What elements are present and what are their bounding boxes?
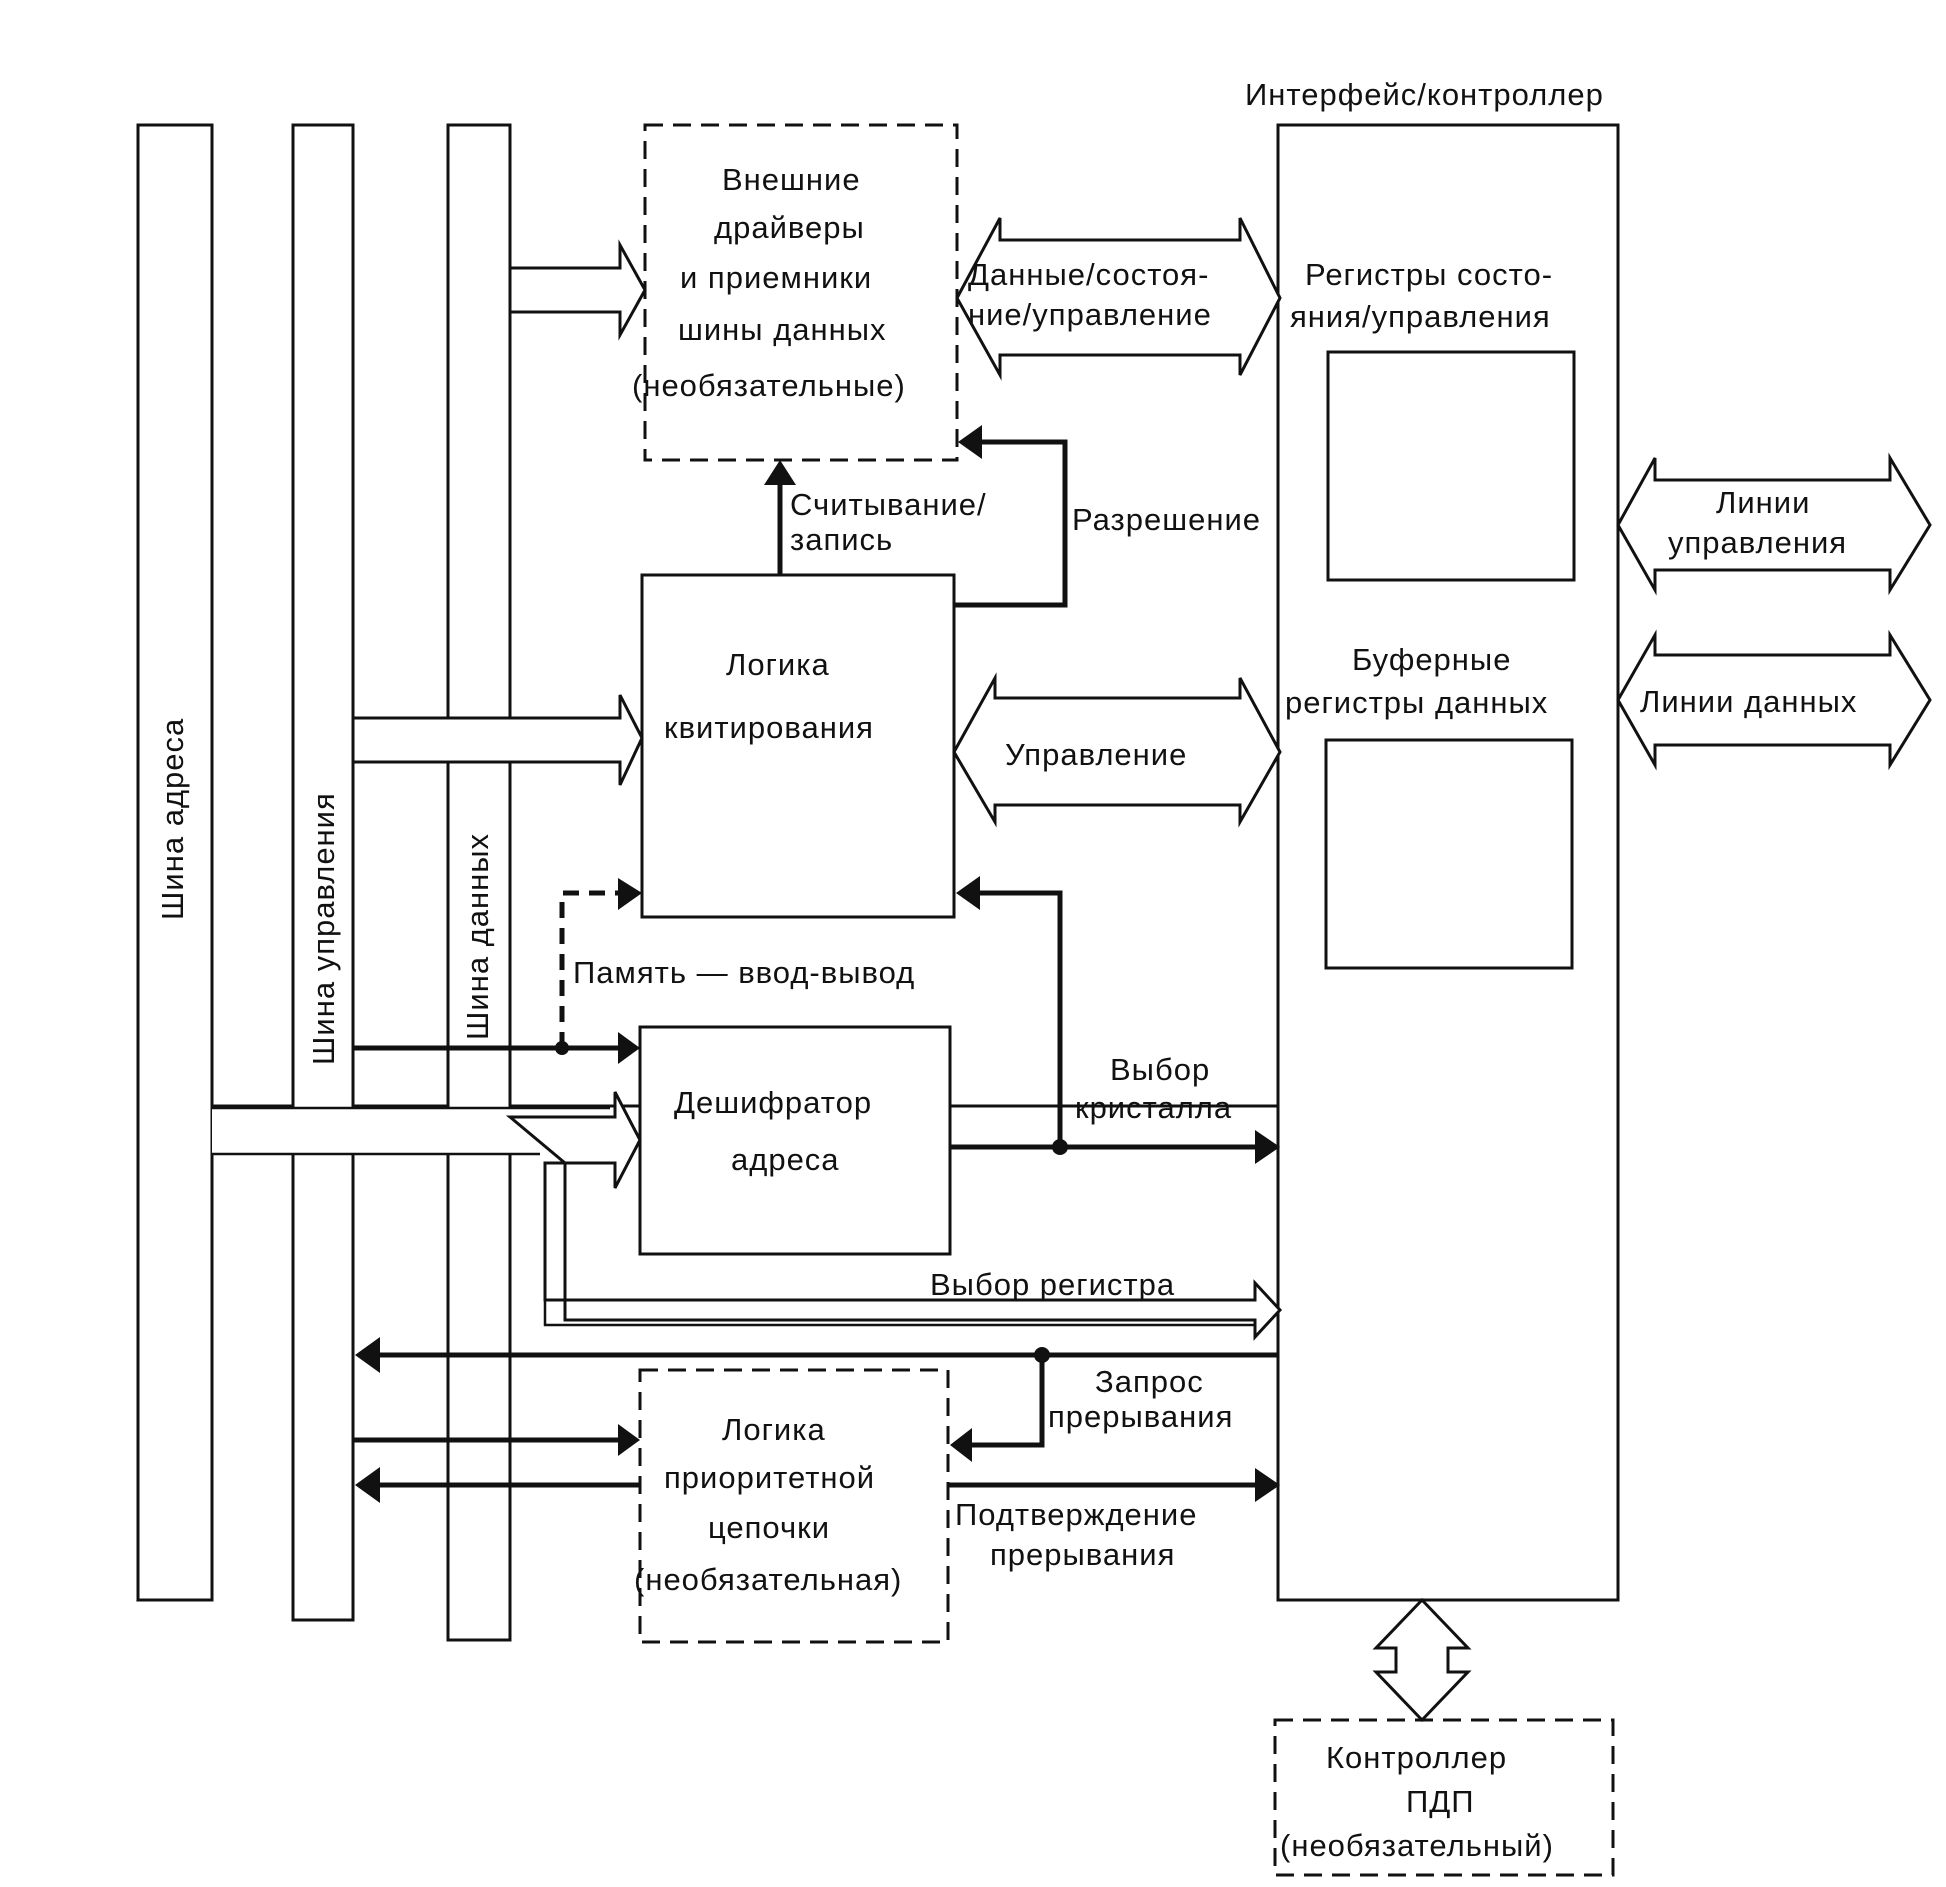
read-write-label-1: Считывание/ xyxy=(790,487,987,522)
interrupt-ack-label-1: Подтверждение xyxy=(955,1497,1197,1532)
memory-io-label: Память — ввод-вывод xyxy=(573,955,915,990)
interrupt-request-label-2: прерывания xyxy=(1048,1399,1233,1434)
dma-line3: (необязательный) xyxy=(1280,1828,1554,1863)
read-write-label-2: запись xyxy=(790,522,893,557)
dma-line2: ПДП xyxy=(1406,1784,1475,1819)
decoder-line2: адреса xyxy=(731,1142,840,1177)
drivers-line4: шины данных xyxy=(678,312,887,347)
enable-arrowhead xyxy=(958,425,982,459)
interrupt-request-branch-arrowhead xyxy=(950,1428,972,1462)
chip-select-label-2: кристалла xyxy=(1075,1090,1232,1125)
read-write-arrowhead xyxy=(764,460,796,485)
data-bus-label: Шина данных xyxy=(460,833,495,1040)
control-bus-label: Шина управления xyxy=(306,792,341,1065)
control-bus: Шина управления xyxy=(291,123,355,1622)
handshake-logic-box xyxy=(640,573,956,919)
controlbus-to-decoder-arrowhead xyxy=(618,1032,640,1064)
status-regs-line1: Регистры состо- xyxy=(1305,257,1553,292)
control-lines-label-2: управления xyxy=(1668,525,1847,560)
chip-select-junction xyxy=(1052,1139,1068,1155)
interrupt-request-arrowhead xyxy=(355,1337,380,1373)
chip-select-branch xyxy=(978,890,1063,1147)
interface-title: Интерфейс/контроллер xyxy=(1245,77,1604,112)
drivers-line3: и приемники xyxy=(680,260,872,295)
drivers-line1: Внешние xyxy=(722,162,861,197)
handshake-line1: Логика xyxy=(726,647,830,682)
priority-line3: цепочки xyxy=(708,1510,830,1545)
priority-to-bus-arrowhead xyxy=(355,1467,380,1503)
chip-select-label-1: Выбор xyxy=(1110,1052,1210,1087)
status-regs-line2: яния/управления xyxy=(1290,299,1551,334)
enable-line xyxy=(954,439,1068,608)
controlbus-to-handshake-arrow xyxy=(351,694,644,786)
priority-chain-box xyxy=(638,1368,950,1644)
external-drivers-box xyxy=(643,123,959,462)
data-status-control-label-2: ние/управление xyxy=(968,297,1212,332)
interrupt-ack-label-2: прерывания xyxy=(990,1537,1175,1572)
register-select-arrow xyxy=(543,1161,1283,1341)
control-label: Управление xyxy=(1005,737,1187,772)
decoder-line1: Дешифратор xyxy=(674,1085,872,1120)
data-status-control-label-1: Данные/состоя- xyxy=(968,257,1209,292)
priority-line2: приоритетной xyxy=(664,1460,875,1495)
chip-select-arrowhead xyxy=(1255,1130,1280,1164)
handshake-line2: квитирования xyxy=(664,710,874,745)
data-bus: Шина данных xyxy=(446,123,512,1642)
register-select-lower-edge xyxy=(543,1163,1255,1327)
dma-link-arrow xyxy=(1372,1597,1472,1723)
memory-io-arrowhead xyxy=(618,878,642,910)
addressbus-to-decoder-arrow xyxy=(505,1091,642,1189)
interrupt-request-junction xyxy=(1034,1347,1050,1363)
drivers-line2: драйверы xyxy=(714,210,865,245)
data-lines-label: Линии данных xyxy=(1640,684,1857,719)
bus-to-priority-arrowhead xyxy=(618,1424,640,1456)
control-lines-label-1: Линии xyxy=(1716,485,1810,520)
enable-label: Разрешение xyxy=(1072,502,1261,537)
status-register xyxy=(1326,350,1576,582)
drivers-line5: (необязательные) xyxy=(632,368,906,403)
address-bus-label: Шина адреса xyxy=(155,718,190,920)
dma-controller-box xyxy=(1273,1718,1615,1877)
priority-line4: (необязательная) xyxy=(634,1562,902,1597)
memory-io-line xyxy=(559,890,618,1048)
chip-select-branch-arrowhead xyxy=(956,876,980,910)
address-decoder-box xyxy=(638,1025,952,1256)
dma-line1: Контроллер xyxy=(1326,1740,1507,1775)
data-status-control-arrow xyxy=(955,217,1282,381)
interrupt-request-label-1: Запрос xyxy=(1095,1364,1204,1399)
register-select-label: Выбор регистра xyxy=(930,1267,1175,1302)
buffer-regs-line1: Буферные xyxy=(1352,642,1511,677)
data-buffer-register xyxy=(1324,738,1574,970)
databus-to-drivers-arrow xyxy=(508,239,647,341)
priority-line1: Логика xyxy=(722,1412,826,1447)
data-lines-arrow xyxy=(1616,629,1932,771)
interrupt-request-branch xyxy=(972,1355,1045,1448)
buffer-regs-line2: регистры данных xyxy=(1285,685,1548,720)
interrupt-ack-arrowhead xyxy=(1255,1468,1280,1502)
control-lines-arrow xyxy=(1616,452,1932,596)
control-arrow xyxy=(952,672,1282,828)
